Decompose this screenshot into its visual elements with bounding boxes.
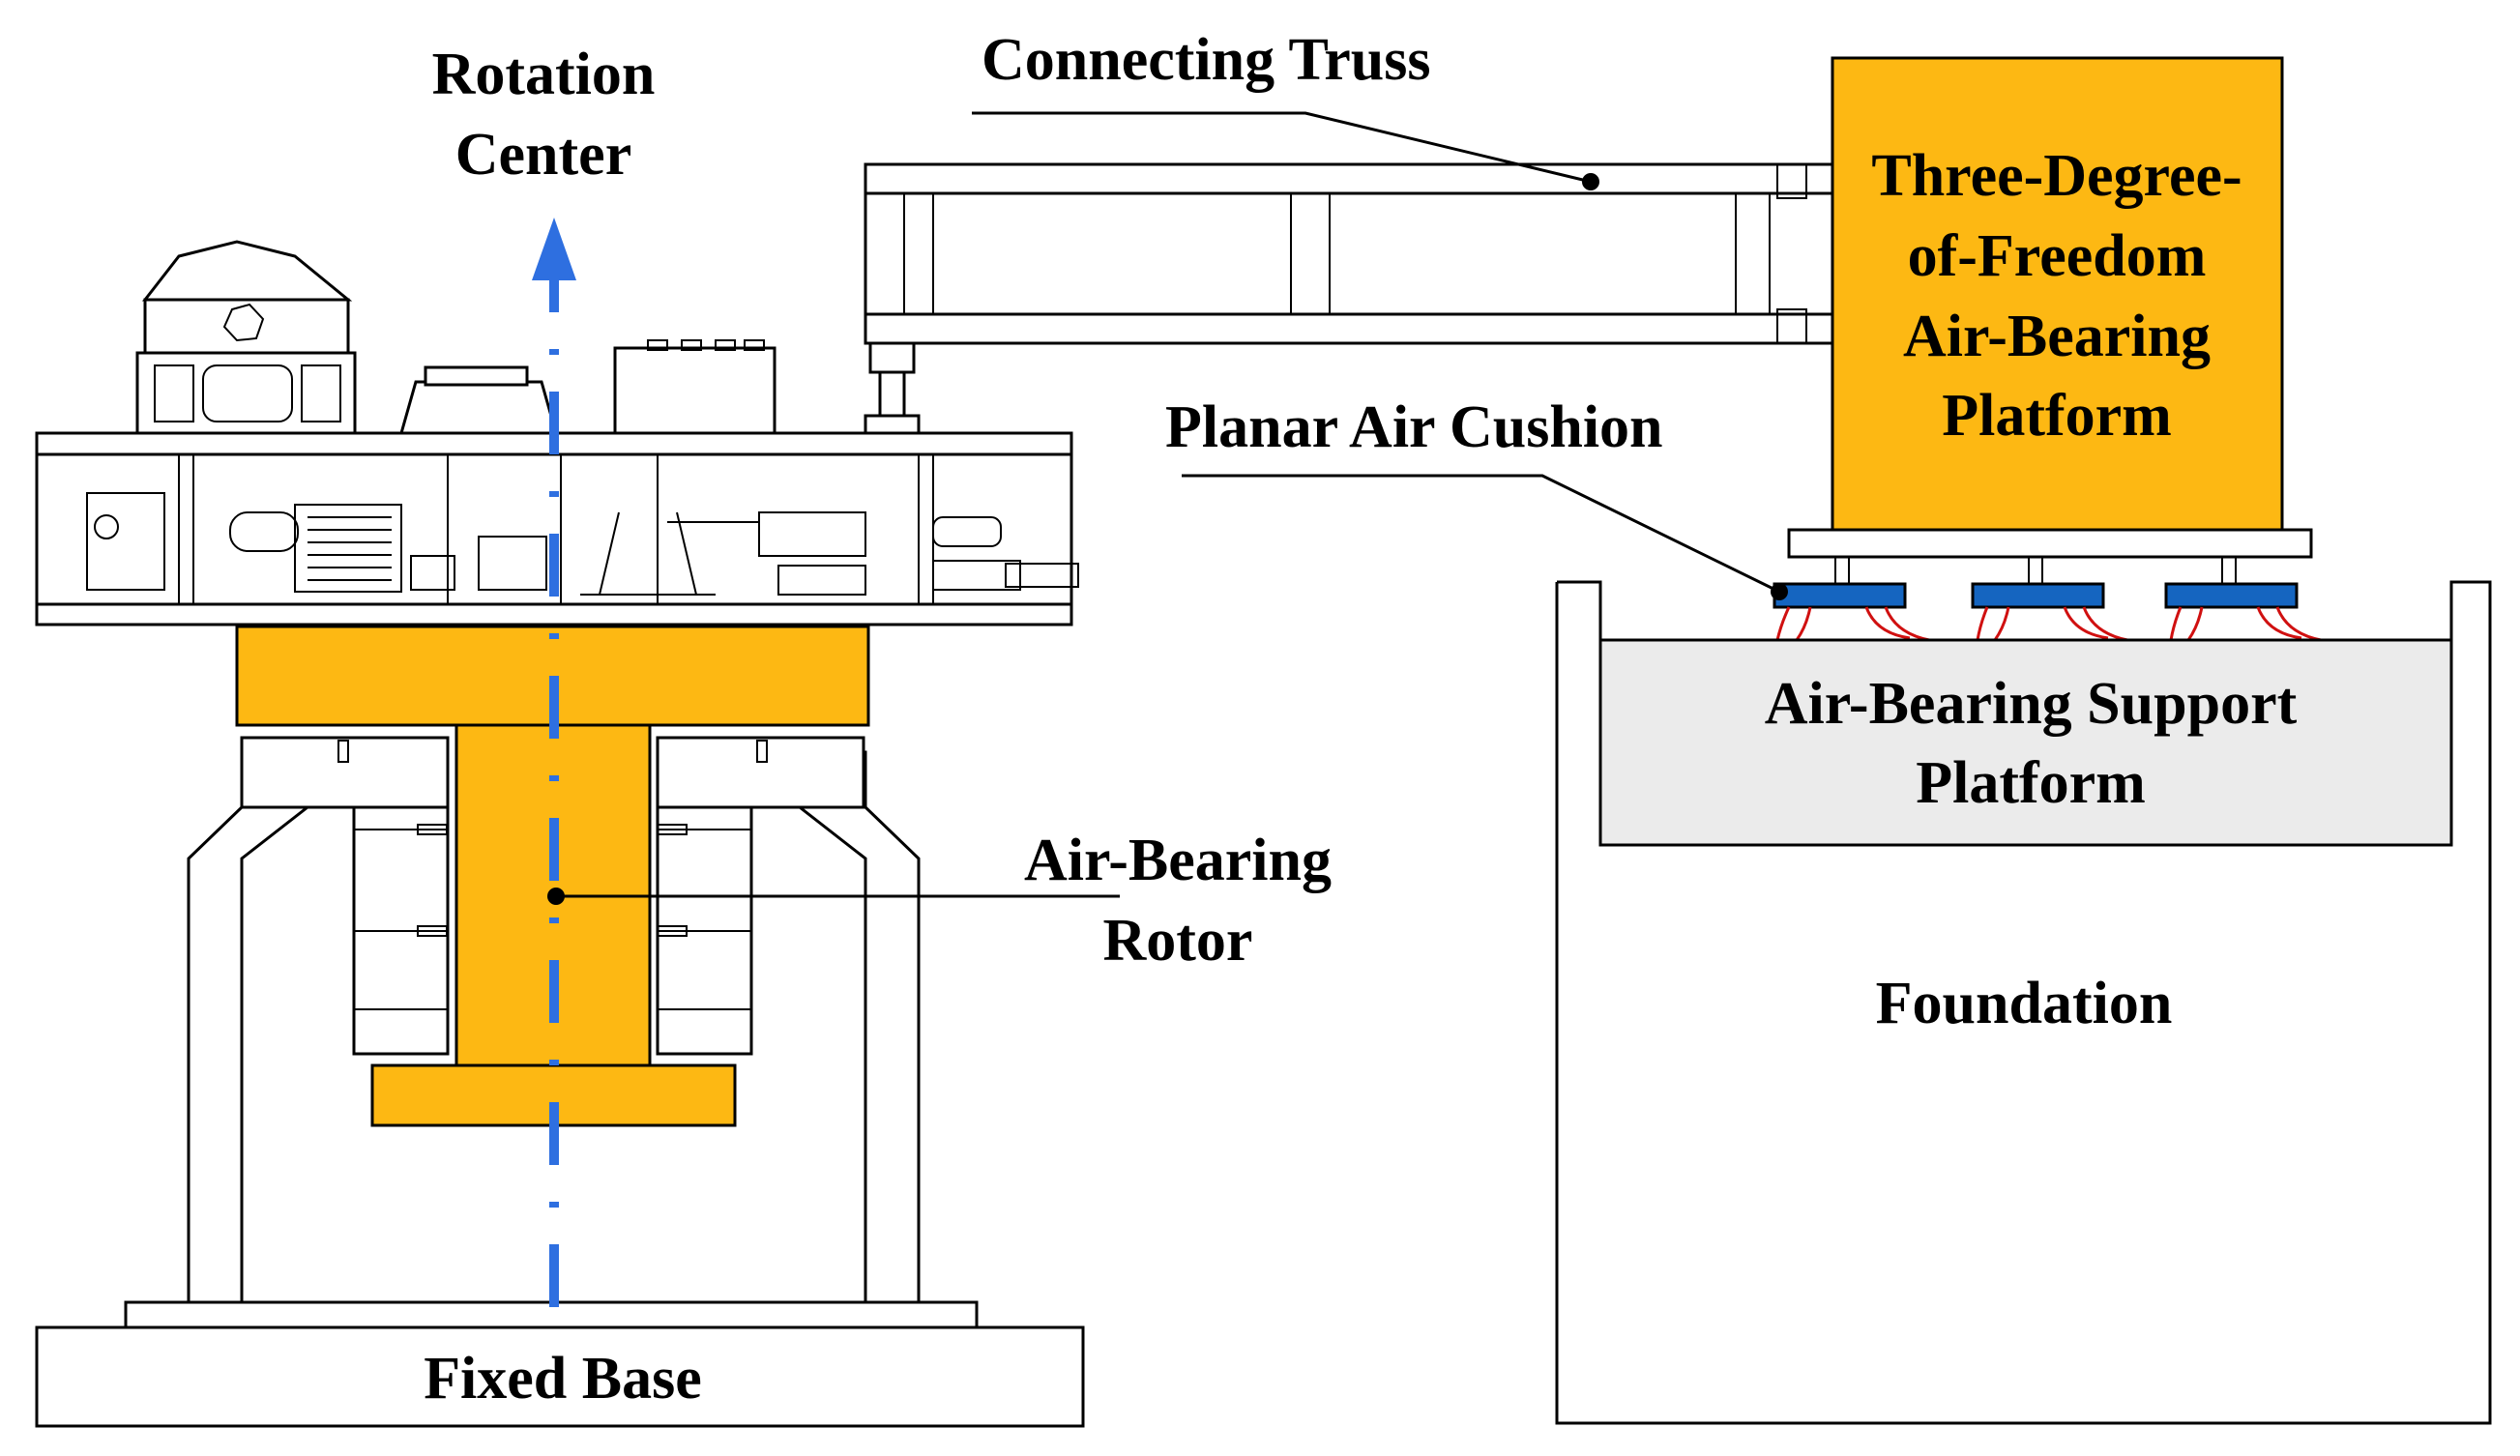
airflow-group-2 <box>1976 606 2128 642</box>
three-dof-label-line1: Three-Degree- <box>1871 143 2242 209</box>
connecting-truss <box>864 162 1834 345</box>
rotation-center-label-line2: Center <box>455 122 631 188</box>
three-dof-platform <box>1787 56 2313 585</box>
support-platform-label-line1: Air-Bearing Support <box>1765 671 2298 737</box>
three-dof-label-line4: Platform <box>1942 383 2172 449</box>
fixed-base-label: Fixed Base <box>424 1346 702 1412</box>
planar-air-cushions <box>1773 582 2299 609</box>
rotation-axis-arrowhead <box>532 218 576 280</box>
airflow-group-3 <box>2169 606 2322 642</box>
air-cushion-2 <box>1971 582 2105 609</box>
planar-air-cushion-label: Planar Air Cushion <box>1165 394 1663 460</box>
airflow-group-1 <box>1775 606 1930 642</box>
top-equipment <box>135 240 921 435</box>
airflow-arrows <box>1775 606 2322 642</box>
air-cushion-3 <box>2164 582 2299 609</box>
foundation-label: Foundation <box>1876 971 2173 1036</box>
three-dof-label-line2: of-Freedom <box>1908 223 2207 289</box>
rotation-axis <box>532 218 576 1307</box>
pedestal-frame <box>187 736 921 1304</box>
leader-lines <box>547 111 1788 905</box>
support-platform-label-line2: Platform <box>1916 750 2146 816</box>
rotor-label-line1: Air-Bearing <box>1024 828 1332 893</box>
air-bearing-support-platform <box>1598 638 2453 847</box>
air-cushion-1 <box>1773 582 1907 609</box>
labels: Rotation Center Connecting Truss Three-D… <box>424 27 2297 1412</box>
foundation <box>1555 580 2492 1425</box>
rotor-label-line2: Rotor <box>1103 908 1253 974</box>
connecting-truss-label: Connecting Truss <box>982 27 1431 93</box>
three-dof-label-line3: Air-Bearing <box>1903 304 2211 369</box>
rotation-center-label-line1: Rotation <box>432 42 656 107</box>
